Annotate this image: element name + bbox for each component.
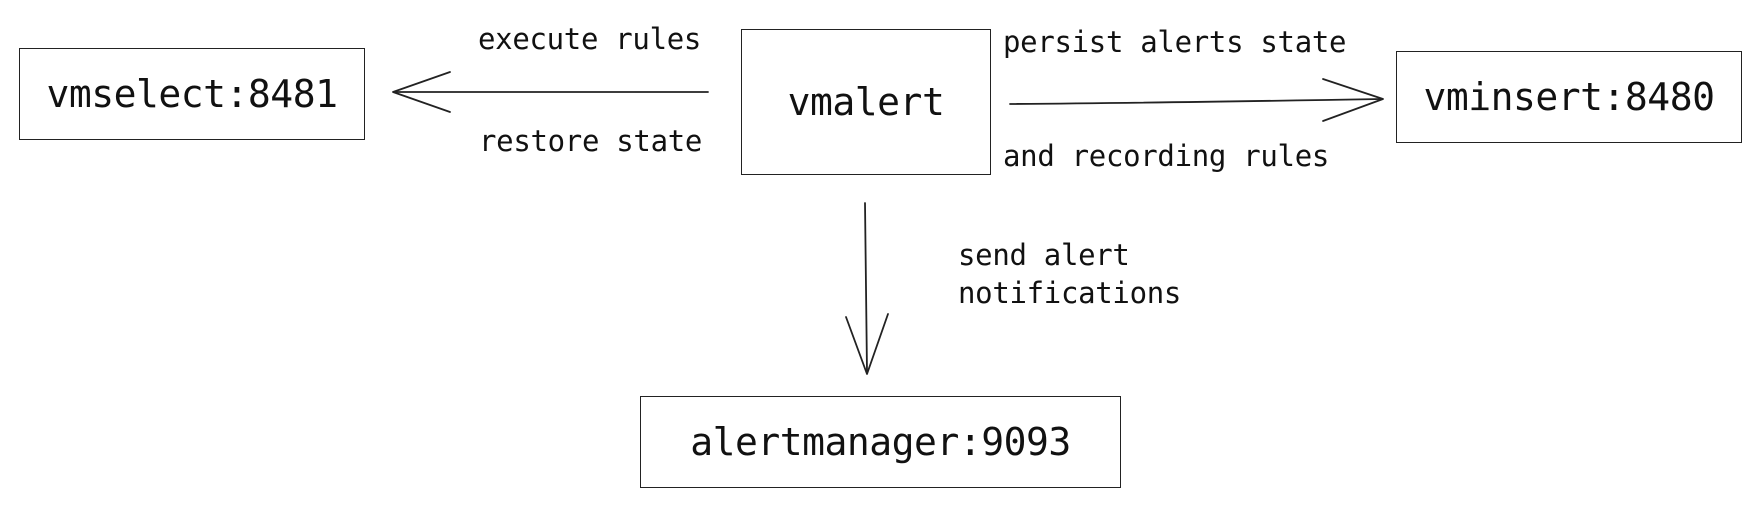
recording-rules-label: and recording rules xyxy=(1003,139,1330,173)
alertmanager-label: alertmanager:9093 xyxy=(690,420,1071,464)
execute-rules-label: execute rules xyxy=(478,22,702,56)
persist-alerts-state-label: persist alerts state xyxy=(1003,25,1347,59)
vmalert-label: vmalert xyxy=(787,80,945,124)
send-alert-label: send alert xyxy=(958,238,1130,272)
vmselect-label: vmselect:8481 xyxy=(46,72,338,116)
vminsert-node: vminsert:8480 xyxy=(1396,51,1742,143)
restore-state-label: restore state xyxy=(479,124,703,158)
arrow-vmalert-to-alertmanager xyxy=(845,202,889,375)
vmalert-node: vmalert xyxy=(741,29,991,175)
vmselect-node: vmselect:8481 xyxy=(19,48,365,140)
vminsert-label: vminsert:8480 xyxy=(1423,75,1715,119)
arrow-vmalert-to-vmselect xyxy=(392,71,709,113)
alertmanager-node: alertmanager:9093 xyxy=(640,396,1121,488)
arrow-vmalert-to-vminsert xyxy=(1009,78,1384,122)
notifications-label: notifications xyxy=(958,276,1182,310)
